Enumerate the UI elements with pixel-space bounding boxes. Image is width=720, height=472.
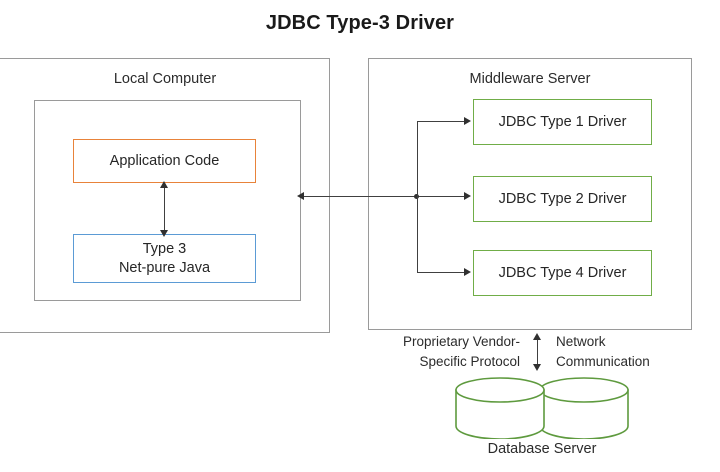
local-computer-title: Local Computer xyxy=(113,71,217,87)
network-communication-label: Network Communication xyxy=(556,332,720,371)
type3-driver-label-line2: Net-pure Java xyxy=(118,259,211,276)
branch-up-horizontal-line xyxy=(416,120,465,122)
proprietary-protocol-label-line1: Proprietary Vendor- xyxy=(402,334,520,349)
middleware-to-database-connector-line xyxy=(536,337,538,366)
page-title: JDBC Type-3 Driver xyxy=(265,12,455,34)
jdbc-type-2-driver-label: JDBC Type 2 Driver xyxy=(498,190,627,207)
database-server-caption: Database Server xyxy=(487,441,597,457)
database-cylinders-svg xyxy=(455,377,629,440)
database-cylinder-left xyxy=(455,377,545,440)
database-cylinder-right xyxy=(539,377,629,440)
type4-driver-arrowhead xyxy=(464,268,471,276)
application-code-label: Application Code xyxy=(109,152,220,169)
local-computer-arrowhead xyxy=(297,192,304,200)
proprietary-protocol-label: Proprietary Vendor- Specific Protocol xyxy=(340,332,520,371)
type3-driver-label: Type 3 Net-pure Java xyxy=(119,240,210,277)
network-communication-label-line2: Communication xyxy=(556,353,650,369)
jdbc-type-2-driver-box[interactable]: JDBC Type 2 Driver xyxy=(473,176,652,222)
middleware-to-database-arrowhead-up xyxy=(533,333,541,340)
type3-driver-box[interactable]: Type 3 Net-pure Java xyxy=(73,234,256,283)
network-communication-label-line1: Network xyxy=(556,334,606,349)
jdbc-type-4-driver-label: JDBC Type 4 Driver xyxy=(498,264,627,281)
type3-driver-label-line1: Type 3 xyxy=(142,240,187,257)
branch-down-vertical-line xyxy=(416,195,418,272)
database-server-graphic xyxy=(452,377,632,440)
proprietary-protocol-label-line2: Specific Protocol xyxy=(419,353,520,369)
branch-down-horizontal-line xyxy=(416,271,465,273)
app-to-driver-connector-line xyxy=(163,185,165,232)
branch-up-vertical-line xyxy=(416,121,418,196)
application-code-box[interactable]: Application Code xyxy=(73,139,256,183)
middleware-server-title: Middleware Server xyxy=(469,71,591,87)
local-computer-panel: Local Computer xyxy=(0,58,330,333)
jdbc-type-1-driver-box[interactable]: JDBC Type 1 Driver xyxy=(473,99,652,145)
type2-driver-arrowhead xyxy=(464,192,471,200)
jdbc-type-4-driver-box[interactable]: JDBC Type 4 Driver xyxy=(473,250,652,296)
app-to-driver-arrowhead-up xyxy=(160,181,168,188)
type1-driver-arrowhead xyxy=(464,117,471,125)
app-to-driver-arrowhead-down xyxy=(160,230,168,237)
middleware-to-database-arrowhead-down xyxy=(533,364,541,371)
main-horizontal-connector xyxy=(304,195,466,197)
jdbc-type-1-driver-label: JDBC Type 1 Driver xyxy=(498,113,627,130)
